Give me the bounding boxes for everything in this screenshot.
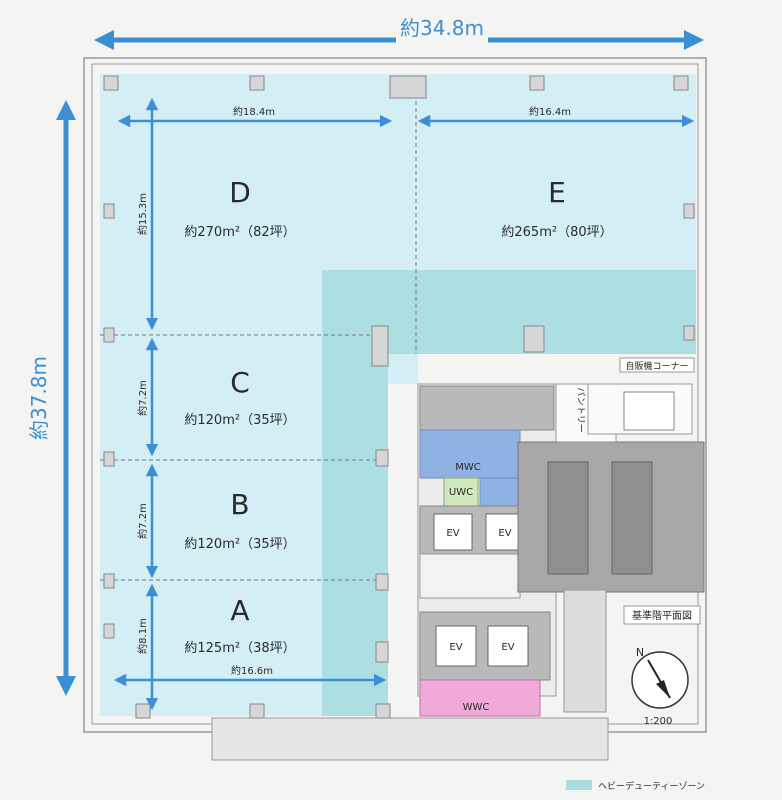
legend-label: ヘビーデューティーゾーン: [598, 780, 705, 792]
columns: [103, 75, 695, 719]
pantry-label: パントリー: [575, 387, 586, 432]
unit-e-area: 約265m²（80坪）: [501, 225, 612, 240]
b-depth-label: 約7.2m: [136, 503, 149, 539]
unit-b-letter: B: [230, 488, 249, 521]
unit-b-area: 約120m²（35坪）: [184, 537, 295, 552]
unit-d-letter: D: [229, 176, 251, 209]
ev-label: EV: [498, 528, 511, 539]
a-width-label: 約16.6m: [231, 664, 273, 677]
north-arrow: N: [631, 646, 689, 709]
ev-label: EV: [446, 528, 459, 539]
unit-a-area: 約125m²（38坪）: [184, 641, 295, 656]
legend: ヘビーデューティーゾーン: [566, 780, 705, 792]
uwc-room: [443, 477, 479, 507]
uwc-label: UWC: [449, 487, 473, 498]
d-depth-label: 約15.3m: [136, 193, 149, 235]
a-depth-label: 約8.1m: [136, 618, 149, 654]
building-outline: [83, 57, 707, 761]
unit-dividers: [100, 80, 417, 581]
scale-label: 1:200: [644, 716, 673, 727]
core-labels: 自販機コーナー パントリー MWC UWC EV EV EV EV WWC: [446, 360, 688, 713]
unit-e-letter: E: [548, 176, 566, 209]
caption-text: 基準階平面図: [632, 609, 692, 622]
mwc-label: MWC: [455, 462, 481, 473]
overall-width-label: 約34.8m: [400, 16, 484, 40]
c-depth-label: 約7.2m: [136, 380, 149, 416]
unit-c-letter: C: [230, 366, 250, 399]
caption: 基準階平面図: [623, 605, 701, 625]
office-zone: [388, 354, 418, 384]
wwc-room: [419, 679, 541, 717]
wwc-label: WWC: [463, 702, 490, 713]
core: [417, 357, 705, 717]
unit-d-area: 約270m²（82坪）: [184, 225, 295, 240]
ev-label: EV: [501, 642, 514, 653]
ev-label: EV: [449, 642, 462, 653]
unit-a-letter: A: [230, 594, 249, 627]
north-label: N: [636, 646, 644, 659]
d-width-label: 約18.4m: [233, 105, 275, 118]
overall-height-label: 約37.8m: [27, 356, 51, 440]
unit-c-area: 約120m²（35坪）: [184, 413, 295, 428]
dimension-labels: 約34.8m 約37.8m 約18.4m 約16.4m 約16.6m 約15.3…: [27, 16, 578, 677]
vending-label: 自販機コーナー: [625, 360, 688, 372]
legend-swatch: [566, 780, 592, 790]
e-width-label: 約16.4m: [529, 105, 571, 118]
unit-labels: D 約270m²（82坪） E 約265m²（80坪） C 約120m²（35坪…: [184, 176, 612, 656]
